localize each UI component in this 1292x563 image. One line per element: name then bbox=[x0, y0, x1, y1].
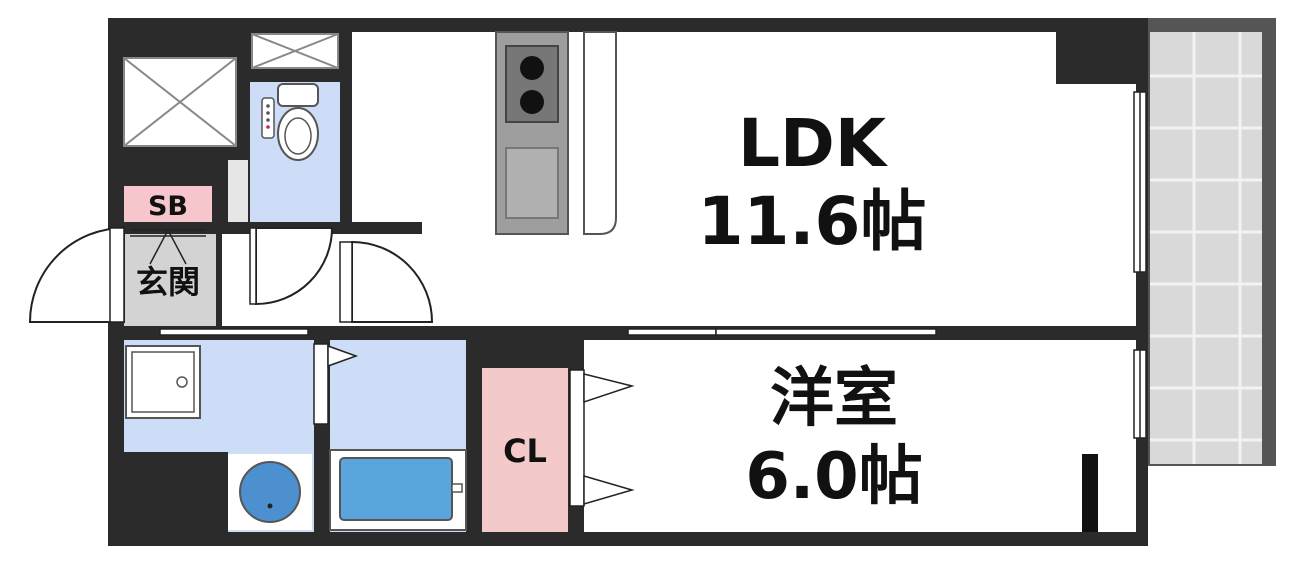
shoe-box-label: SB bbox=[148, 191, 188, 222]
pillar bbox=[1082, 454, 1098, 532]
ventilation-shaft-icon bbox=[251, 33, 339, 69]
closet-label: CL bbox=[503, 432, 547, 470]
pillar bbox=[1056, 32, 1136, 84]
ventilation-shaft-icon bbox=[123, 57, 237, 147]
door-frame bbox=[109, 227, 353, 323]
kitchen-counter bbox=[495, 31, 617, 235]
balcony bbox=[1148, 18, 1276, 466]
western-room-size-label: 6.0帖 bbox=[745, 440, 922, 514]
entrance-floor bbox=[124, 234, 216, 326]
balcony-grid-icon bbox=[1150, 32, 1262, 464]
washing-machine-pan-icon bbox=[228, 454, 312, 530]
western-room-name-label: 洋室 bbox=[770, 362, 898, 436]
toilet-icon bbox=[261, 83, 319, 161]
closet-floor bbox=[482, 368, 568, 532]
door-swing-icon bbox=[569, 369, 635, 507]
door-swing-icon bbox=[28, 226, 434, 323]
kitchen-stove-icon bbox=[505, 45, 559, 123]
toilet-shelf bbox=[228, 160, 248, 222]
entrance-label: 玄関 bbox=[136, 263, 200, 301]
western-room-floor bbox=[584, 340, 1136, 532]
wall-stub bbox=[352, 222, 422, 234]
door-swing-icon bbox=[313, 343, 359, 425]
sliding-door bbox=[159, 328, 937, 336]
shoe-box bbox=[124, 186, 212, 222]
washbasin-icon bbox=[125, 345, 201, 419]
kitchen-sink-icon bbox=[505, 147, 559, 219]
window-icon bbox=[1133, 91, 1147, 439]
bathtub-icon bbox=[329, 449, 467, 531]
ldk-name-label: LDK bbox=[738, 105, 889, 182]
ldk-floor bbox=[352, 32, 1136, 326]
ldk-size-label: 11.6帖 bbox=[698, 183, 927, 260]
shoe-box-doors bbox=[130, 229, 206, 265]
